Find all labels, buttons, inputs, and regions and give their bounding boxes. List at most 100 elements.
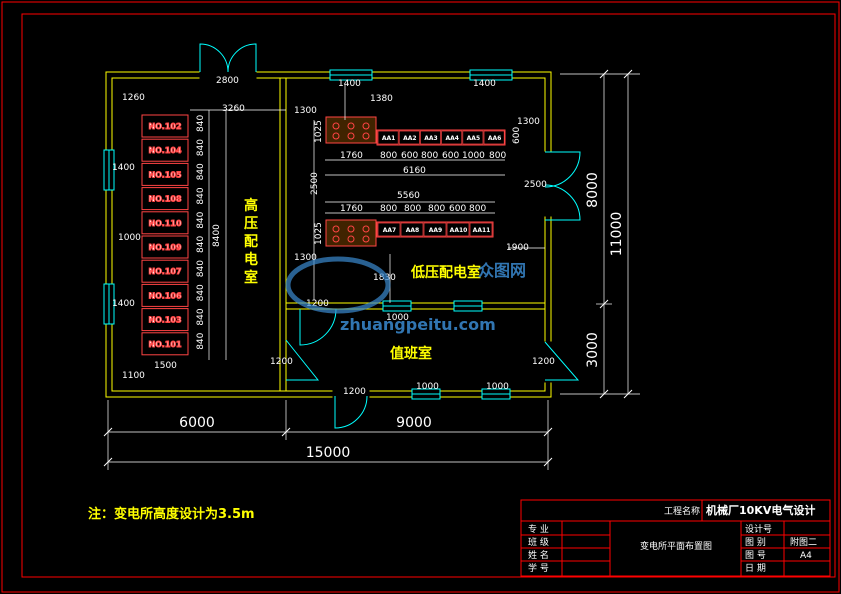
dim-1760-b: 1760: [340, 204, 363, 214]
tb-fig-name-label: 图 别: [745, 537, 766, 548]
design-note: 注：变电所高度设计为3.5m: [88, 506, 255, 522]
dim-1300-a: 1300: [294, 106, 317, 116]
hv-cabinet-label: NO.108: [148, 195, 181, 204]
lv-cabinet-unit: [469, 222, 493, 237]
hv-cabinet-box: [141, 283, 189, 307]
dim-1760-a: 1760: [340, 151, 363, 161]
dim-1300-c: 1300: [294, 253, 317, 263]
hv-cabinet-dim: 840: [196, 236, 206, 253]
dim-1400-left-1: 1400: [112, 163, 135, 173]
tb-drawing-title: 变电所平面布置图: [640, 540, 712, 552]
tb-fig-name-value: 附图二: [790, 536, 817, 548]
hv-cabinet-label: NO.106: [148, 291, 181, 300]
lv-cabinet-label: AA11: [473, 227, 491, 234]
door-duty-right: [539, 341, 580, 383]
dim-8000: 8000: [585, 172, 601, 208]
hv-cabinet-box: [141, 332, 189, 356]
lv-cabinet-unit: [483, 130, 505, 145]
hv-cabinet-dim: 840: [196, 163, 206, 180]
hv-room-char-1: 高: [244, 197, 258, 214]
dim-1400-top-1: 1400: [338, 79, 361, 89]
door-right: [539, 151, 581, 221]
tb-fig-no-label: 图 号: [745, 550, 766, 561]
dim-1100: 1100: [122, 371, 145, 381]
lv-room-label: 低压配电室: [410, 264, 481, 281]
hv-room-char-2: 压: [244, 216, 258, 232]
lv-cabinet-label: AA2: [403, 135, 416, 142]
lv-cabinet-label: AA1: [382, 135, 395, 142]
dim-1200-b: 1200: [270, 357, 293, 367]
dim-2500-a: 2500: [310, 172, 320, 195]
dim-9000: 9000: [396, 415, 432, 431]
hv-cabinet-box: [141, 138, 189, 162]
dim-3260: 3260: [222, 104, 245, 114]
hv-cabinet-box: [141, 259, 189, 283]
lv-cabinet-label: AA8: [406, 227, 419, 234]
dim-r2-800-c: 800: [428, 204, 445, 214]
hv-room-label: 高 压 配 电 室: [244, 197, 258, 286]
hv-cabinet-label: NO.110: [148, 219, 181, 228]
dim-6000: 6000: [179, 415, 215, 431]
lv-cabinet-unit: [423, 222, 447, 237]
tb-row-student-id: 学 号: [528, 562, 549, 574]
watermark-cn: 众图网: [478, 261, 526, 280]
hv-cabinet-dim: 840: [196, 332, 206, 349]
dim-1900: 1900: [506, 243, 529, 253]
dim-1400-left-2: 1400: [112, 299, 135, 309]
dim-1000-left: 1000: [118, 233, 141, 243]
tb-date-label: 日 期: [745, 563, 766, 574]
hv-room-char-5: 室: [244, 269, 258, 286]
dim-1000-a: 1000: [386, 313, 409, 323]
dim-1200-a: 1200: [306, 299, 329, 309]
dim-1380: 1380: [370, 94, 393, 104]
inner-border: [21, 13, 836, 578]
dim-3000: 3000: [585, 332, 601, 368]
hv-cabinet-dim: 840: [196, 139, 206, 156]
dimension-ticks: [103, 69, 633, 467]
watermark-url: zhuangpeitu.com: [340, 315, 496, 334]
dim-1300-b: 1300: [517, 117, 540, 127]
lv-cabinet-label: AA3: [424, 135, 437, 142]
dim-5560: 5560: [397, 191, 420, 201]
hv-cabinet-box: [141, 308, 189, 332]
lv-cabinet-unit: [377, 130, 399, 145]
title-block: [520, 499, 831, 577]
watermark: 众图网 zhuangpeitu.com: [285, 256, 526, 334]
dim-1000-d: 1000: [486, 382, 509, 392]
lv-cabinet-row-2: [325, 219, 494, 247]
hv-cabinet-dim: 840: [196, 115, 206, 132]
door-bottom: [332, 389, 370, 429]
lv-cabinet-unit: [462, 130, 484, 145]
dim-r1-800-a: 800: [380, 151, 397, 161]
door-internal: [299, 308, 337, 346]
tb-row-class: 班 级: [528, 536, 549, 548]
tb-design-no: 设计号: [745, 523, 772, 535]
hv-cabinet-box: [141, 114, 189, 138]
dim-r1-800-b: 800: [421, 151, 438, 161]
lv-cabinet-label: AA6: [488, 135, 501, 142]
hv-cabinet-label: NO.104: [148, 146, 181, 155]
hv-cabinet-label: NO.109: [148, 243, 181, 252]
hv-cabinet-label: NO.103: [148, 316, 181, 325]
dim-r1-800-c: 800: [489, 151, 506, 161]
door-duty-left: [285, 339, 320, 381]
tb-row-major: 专 业: [528, 523, 549, 535]
hv-cabinet-label: NO.101: [148, 340, 181, 349]
hv-cabinet-box: [141, 235, 189, 259]
dim-r2-800-a: 800: [380, 204, 397, 214]
lv-cabinet-label: AA4: [445, 135, 458, 142]
hv-cabinet-box: [141, 162, 189, 186]
lv-cabinet-row-1: [325, 116, 506, 146]
hv-cabinet-label: NO.102: [148, 122, 181, 131]
lv-cabinet-unit: [441, 130, 463, 145]
dim-2500-b: 2500: [524, 180, 547, 190]
dim-1500: 1500: [154, 361, 177, 371]
lv-cabinet-label: AA7: [383, 227, 396, 234]
door-top: [199, 43, 257, 81]
hv-cabinet-group: NO.102NO.104NO.105NO.108NO.110NO.109NO.1…: [141, 114, 189, 356]
lv-cabinet-label: AA10: [450, 227, 468, 234]
